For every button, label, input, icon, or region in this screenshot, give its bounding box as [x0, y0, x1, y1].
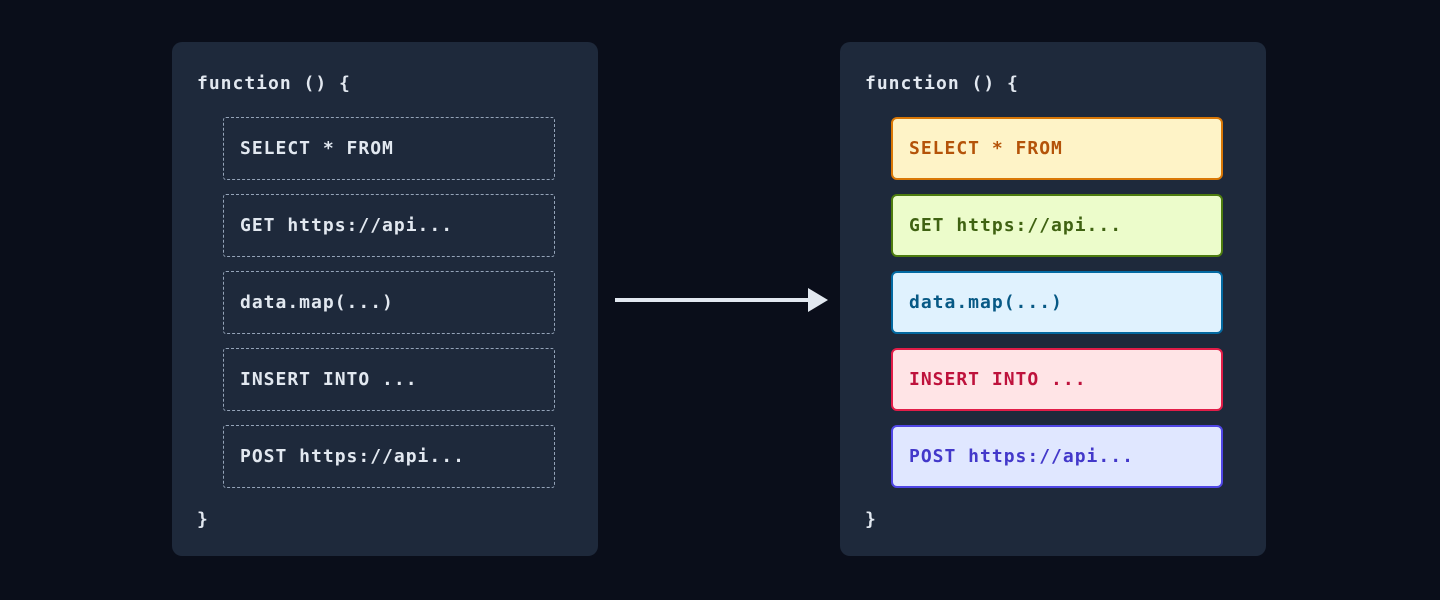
function-open-line: function () {: [865, 73, 1019, 94]
function-close-line: }: [197, 509, 209, 530]
highlighted-snippet-get-api: GET https://api...: [891, 194, 1223, 257]
source-code-panel: function () { SELECT * FROM GET https://…: [172, 42, 598, 556]
transform-arrow-icon: [615, 288, 828, 312]
snippet-select-from: SELECT * FROM: [223, 117, 555, 180]
snippet-data-map: data.map(...): [223, 271, 555, 334]
snippet-post-api: POST https://api...: [223, 425, 555, 488]
highlighted-snippet-data-map: data.map(...): [891, 271, 1223, 334]
categorized-code-panel: function () { SELECT * FROM GET https://…: [840, 42, 1266, 556]
snippet-insert-into: INSERT INTO ...: [223, 348, 555, 411]
arrow-head: [808, 288, 828, 312]
highlighted-snippet-post-api: POST https://api...: [891, 425, 1223, 488]
function-close-line: }: [865, 509, 877, 530]
arrow-shaft: [615, 298, 809, 302]
function-open-line: function () {: [197, 73, 351, 94]
highlighted-snippet-insert-into: INSERT INTO ...: [891, 348, 1223, 411]
snippet-get-api: GET https://api...: [223, 194, 555, 257]
highlighted-snippet-select-from: SELECT * FROM: [891, 117, 1223, 180]
